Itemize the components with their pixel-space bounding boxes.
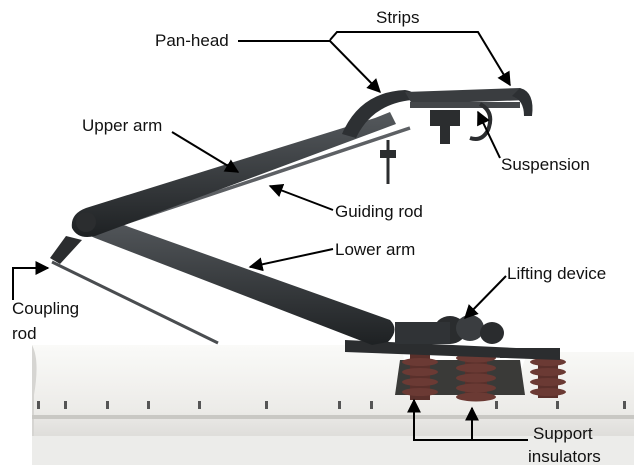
suspension-leader bbox=[477, 110, 501, 159]
base-frame bbox=[345, 340, 560, 360]
coupling-rod bbox=[51, 260, 219, 345]
support-insulators bbox=[402, 350, 566, 402]
lifting-device-leader bbox=[464, 275, 507, 320]
label-pan-head: Pan-head bbox=[155, 31, 229, 50]
label-support: Support bbox=[533, 424, 593, 443]
roof-rivets bbox=[37, 401, 626, 409]
coupling-rod-leader bbox=[12, 261, 50, 300]
label-insulators: insulators bbox=[528, 447, 601, 466]
pan-head-leader bbox=[238, 40, 381, 93]
pan-head bbox=[342, 88, 533, 184]
knee-joint bbox=[76, 212, 96, 232]
label-suspension: Suspension bbox=[501, 155, 590, 174]
label-rod: rod bbox=[12, 324, 37, 343]
lower-arm-leader bbox=[248, 248, 334, 272]
label-guiding-rod: Guiding rod bbox=[335, 202, 423, 221]
label-lower-arm: Lower arm bbox=[335, 240, 416, 259]
insulator-left bbox=[402, 350, 438, 400]
label-lifting-device: Lifting device bbox=[507, 264, 607, 283]
support-insulators-leader-1 bbox=[407, 398, 528, 441]
lower-arm bbox=[83, 215, 395, 345]
guiding-rod-leader bbox=[268, 183, 334, 211]
upper-arm bbox=[71, 112, 397, 237]
annotation-lines bbox=[12, 31, 528, 441]
upper-arm-leader bbox=[171, 131, 240, 173]
insulator-right bbox=[530, 352, 566, 398]
strips-leader bbox=[329, 31, 511, 87]
knee-bracket bbox=[50, 236, 82, 264]
label-strips: Strips bbox=[376, 8, 420, 27]
lifting-device bbox=[395, 315, 504, 344]
label-upper-arm: Upper arm bbox=[82, 116, 163, 135]
label-coupling: Coupling bbox=[12, 299, 80, 318]
